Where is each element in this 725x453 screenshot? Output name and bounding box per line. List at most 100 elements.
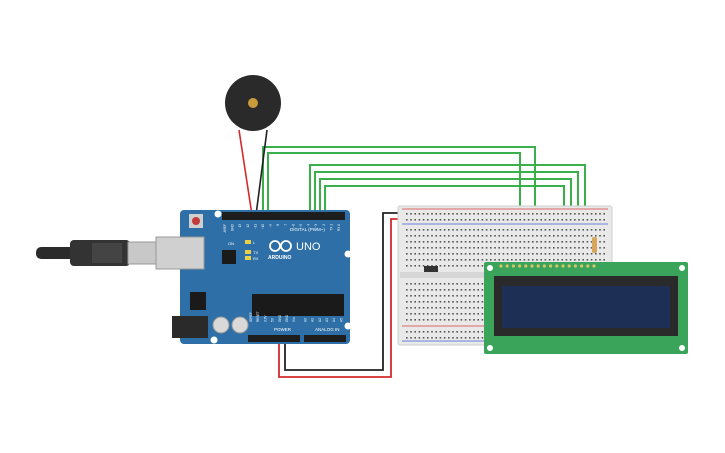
breadboard-hole[interactable] [422,319,425,321]
breadboard-hole[interactable] [519,235,521,237]
breadboard-hole[interactable] [494,259,496,261]
breadboard-hole[interactable] [586,229,589,231]
breadboard-hole[interactable] [431,213,433,215]
breadboard-hole[interactable] [418,219,421,221]
breadboard-hole[interactable] [473,337,475,339]
breadboard-hole[interactable] [410,289,412,291]
breadboard-hole[interactable] [490,241,492,243]
breadboard-hole[interactable] [502,229,505,231]
lcd-pin[interactable] [524,264,528,268]
wire-buzzer-black[interactable] [255,129,268,216]
breadboard-hole[interactable] [527,253,530,255]
breadboard-hole[interactable] [532,253,534,255]
breadboard-hole[interactable] [443,253,446,255]
breadboard-hole[interactable] [481,313,484,315]
breadboard-hole[interactable] [544,253,547,255]
breadboard-hole[interactable] [523,247,526,249]
breadboard-hole[interactable] [553,229,555,231]
breadboard-hole[interactable] [448,295,450,297]
breadboard-hole[interactable] [410,265,412,267]
breadboard-hole[interactable] [561,229,563,231]
breadboard-hole[interactable] [456,229,458,231]
breadboard-hole[interactable] [456,213,458,215]
breadboard-hole[interactable] [481,301,484,303]
breadboard-hole[interactable] [439,229,442,231]
breadboard-hole[interactable] [448,213,450,215]
breadboard-hole[interactable] [410,283,412,285]
breadboard-hole[interactable] [544,229,547,231]
breadboard-hole[interactable] [590,259,593,261]
breadboard-hole[interactable] [464,229,467,231]
breadboard-hole[interactable] [427,219,429,221]
breadboard-hole[interactable] [452,295,454,297]
breadboard-hole[interactable] [536,253,538,255]
breadboard-hole[interactable] [439,307,442,309]
breadboard-hole[interactable] [527,247,530,249]
breadboard-hole[interactable] [532,213,534,215]
breadboard-hole[interactable] [557,213,559,215]
breadboard-hole[interactable] [410,307,412,309]
breadboard-hole[interactable] [443,259,446,261]
breadboard-hole[interactable] [427,319,429,321]
wire-power-red[interactable] [278,218,402,378]
breadboard-hole[interactable] [435,313,437,315]
breadboard-hole[interactable] [527,235,530,237]
breadboard-hole[interactable] [431,289,433,291]
breadboard-hole[interactable] [502,247,505,249]
breadboard-hole[interactable] [595,213,597,215]
wire-green-4[interactable] [314,171,579,238]
breadboard-hole[interactable] [456,313,458,315]
breadboard-hole[interactable] [553,213,555,215]
breadboard-hole[interactable] [452,319,454,321]
breadboard-hole[interactable] [473,283,475,285]
breadboard-hole[interactable] [460,219,463,221]
breadboard-hole[interactable] [431,235,433,237]
breadboard-hole[interactable] [456,235,458,237]
breadboard-hole[interactable] [464,241,467,243]
breadboard-hole[interactable] [527,229,530,231]
breadboard-hole[interactable] [477,241,479,243]
breadboard-hole[interactable] [481,259,484,261]
breadboard-hole[interactable] [473,265,475,267]
breadboard-hole[interactable] [540,229,542,231]
breadboard-hole[interactable] [498,259,500,261]
breadboard-hole[interactable] [464,265,467,267]
breadboard-hole[interactable] [502,259,505,261]
breadboard-hole[interactable] [448,229,450,231]
breadboard-hole[interactable] [481,331,484,333]
breadboard-hole[interactable] [485,241,488,243]
lcd-pin[interactable] [573,264,578,268]
breadboard-hole[interactable] [439,259,442,261]
breadboard-hole[interactable] [427,313,429,315]
breadboard-hole[interactable] [502,235,505,237]
wire-buzzer-red[interactable] [238,129,253,216]
breadboard-hole[interactable] [527,259,530,261]
breadboard-hole[interactable] [599,241,601,243]
breadboard-hole[interactable] [494,213,496,215]
breadboard-hole[interactable] [519,241,521,243]
breadboard-hole[interactable] [590,219,593,221]
breadboard-hole[interactable] [469,253,471,255]
breadboard-hole[interactable] [435,241,437,243]
wire-power-black[interactable] [284,212,402,371]
breadboard-hole[interactable] [427,247,429,249]
breadboard-hole[interactable] [582,235,584,237]
breadboard-hole[interactable] [477,295,479,297]
breadboard-hole[interactable] [431,247,433,249]
breadboard-hole[interactable] [506,247,509,249]
breadboard-hole[interactable] [477,213,479,215]
breadboard-hole[interactable] [540,213,542,215]
breadboard-hole[interactable] [532,219,534,221]
breadboard-hole[interactable] [464,247,467,249]
breadboard-hole[interactable] [464,213,467,215]
breadboard-hole[interactable] [406,331,408,333]
breadboard-hole[interactable] [553,253,555,255]
breadboard-hole[interactable] [586,259,589,261]
breadboard-hole[interactable] [481,283,484,285]
breadboard-hole[interactable] [448,313,450,315]
breadboard-hole[interactable] [406,301,408,303]
breadboard-hole[interactable] [603,219,605,221]
breadboard-hole[interactable] [565,235,568,237]
breadboard-hole[interactable] [414,319,416,321]
breadboard-hole[interactable] [532,247,534,249]
